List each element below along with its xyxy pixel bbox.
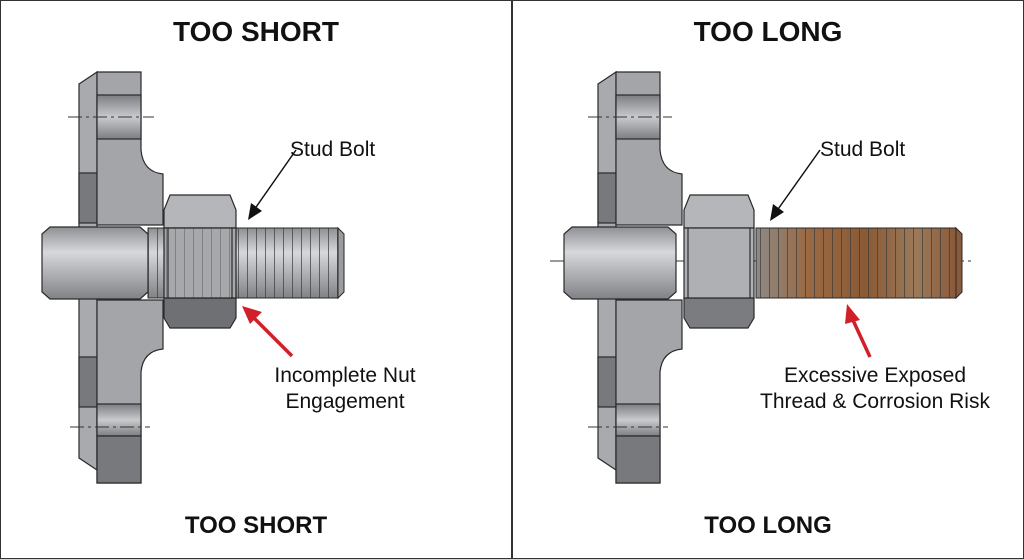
stud-bolt-label-long: Stud Bolt: [820, 138, 906, 161]
stud-bolt-label-short: Stud Bolt: [290, 138, 376, 161]
panel-footer-long: TOO LONG: [704, 512, 832, 539]
callout-long: Excessive Exposed Thread & Corrosion Ris…: [730, 363, 1020, 415]
callout-arrow-right: [845, 304, 872, 358]
callout-arrow-left: [242, 306, 294, 358]
flange-right: [597, 70, 683, 484]
hex-nut-left: [163, 194, 237, 329]
stud-arrow-left: [248, 149, 297, 220]
panel-divider: [511, 0, 513, 559]
flange-left: [78, 70, 164, 484]
callout-short: Incomplete Nut Engagement: [240, 363, 450, 415]
stud-arrow-right: [770, 149, 821, 221]
hex-nut-right: [683, 194, 755, 329]
callout-short-line1: Incomplete Nut: [274, 364, 416, 387]
panel-title-long: TOO LONG: [693, 16, 843, 47]
callout-short-line2: Engagement: [285, 390, 405, 413]
stud-bolt-right: [563, 226, 963, 300]
panel-title-short: TOO SHORT: [173, 16, 339, 47]
centerlines-left: [68, 116, 154, 428]
callout-long-line2: Thread & Corrosion Risk: [760, 390, 990, 413]
callout-long-line1: Excessive Exposed: [783, 364, 967, 387]
panel-footer-short: TOO SHORT: [184, 512, 328, 539]
